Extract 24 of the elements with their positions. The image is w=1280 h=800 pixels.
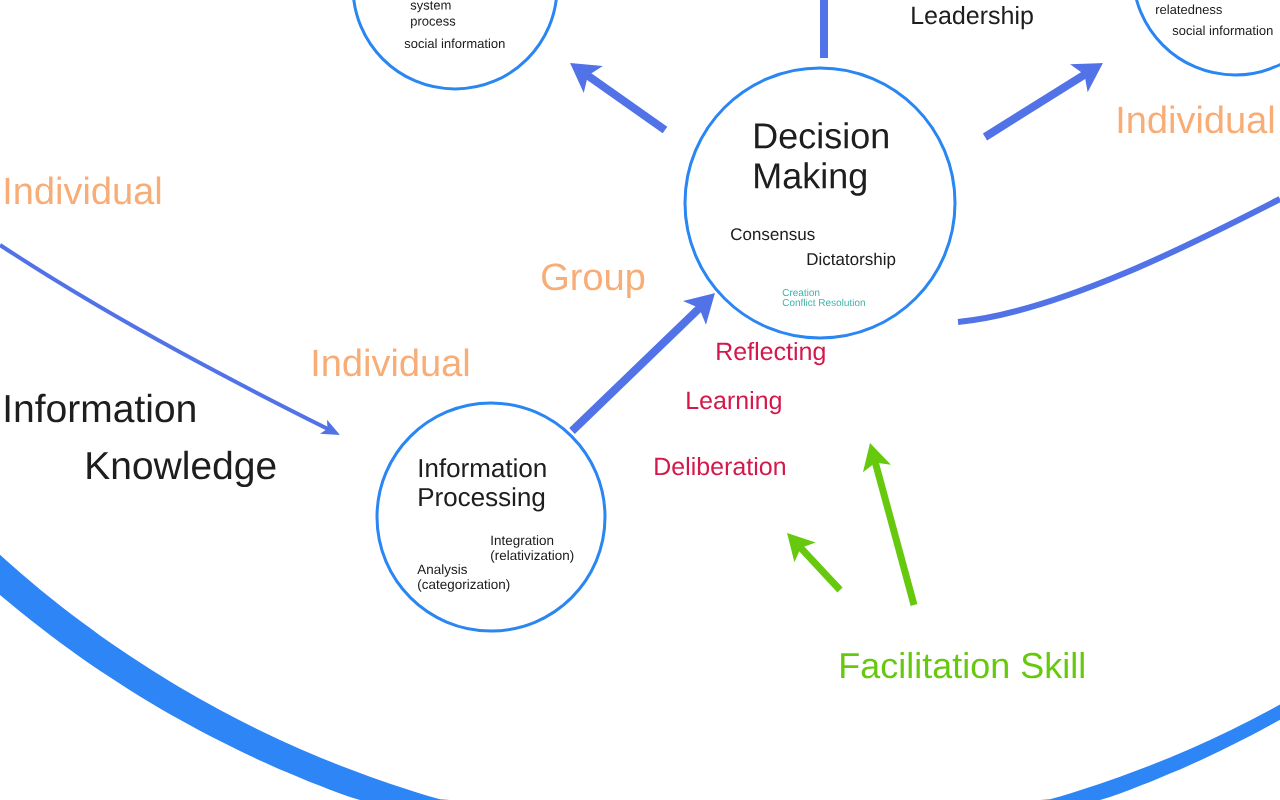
- heading: Decision Making: [755, 122, 888, 196]
- concept-label: Knowledge: [87, 450, 276, 488]
- process-circle: [375, 401, 607, 633]
- sub-item: social information: [404, 38, 505, 49]
- concept-label: Information: [5, 393, 195, 423]
- level-label: Individual: [5, 176, 161, 205]
- stage-label: Reflecting: [717, 341, 825, 366]
- stage-label: Learning: [687, 390, 781, 415]
- sub-item: social information: [1172, 25, 1273, 36]
- sub-item: relatedness: [1156, 4, 1222, 15]
- process-circle: [683, 66, 957, 340]
- stage-label: Deliberation: [655, 456, 785, 476]
- concept-label: Leadership: [912, 5, 1033, 30]
- skill-label: Facilitation Skill: [841, 651, 1084, 679]
- sub-item: Dictatorship: [807, 252, 896, 269]
- level-label: Individual: [313, 348, 469, 377]
- connector-line: [957, 196, 1280, 325]
- heading: Information Processing: [419, 458, 546, 512]
- sub-item: Integration (relativization): [491, 535, 574, 563]
- sub-item: Consensus: [731, 228, 815, 241]
- level-label: Group: [542, 263, 645, 298]
- note-text: Conflict Resolution: [782, 298, 865, 307]
- sub-item: Analysis (categorization): [417, 564, 510, 592]
- note-text: Creation: [782, 288, 820, 297]
